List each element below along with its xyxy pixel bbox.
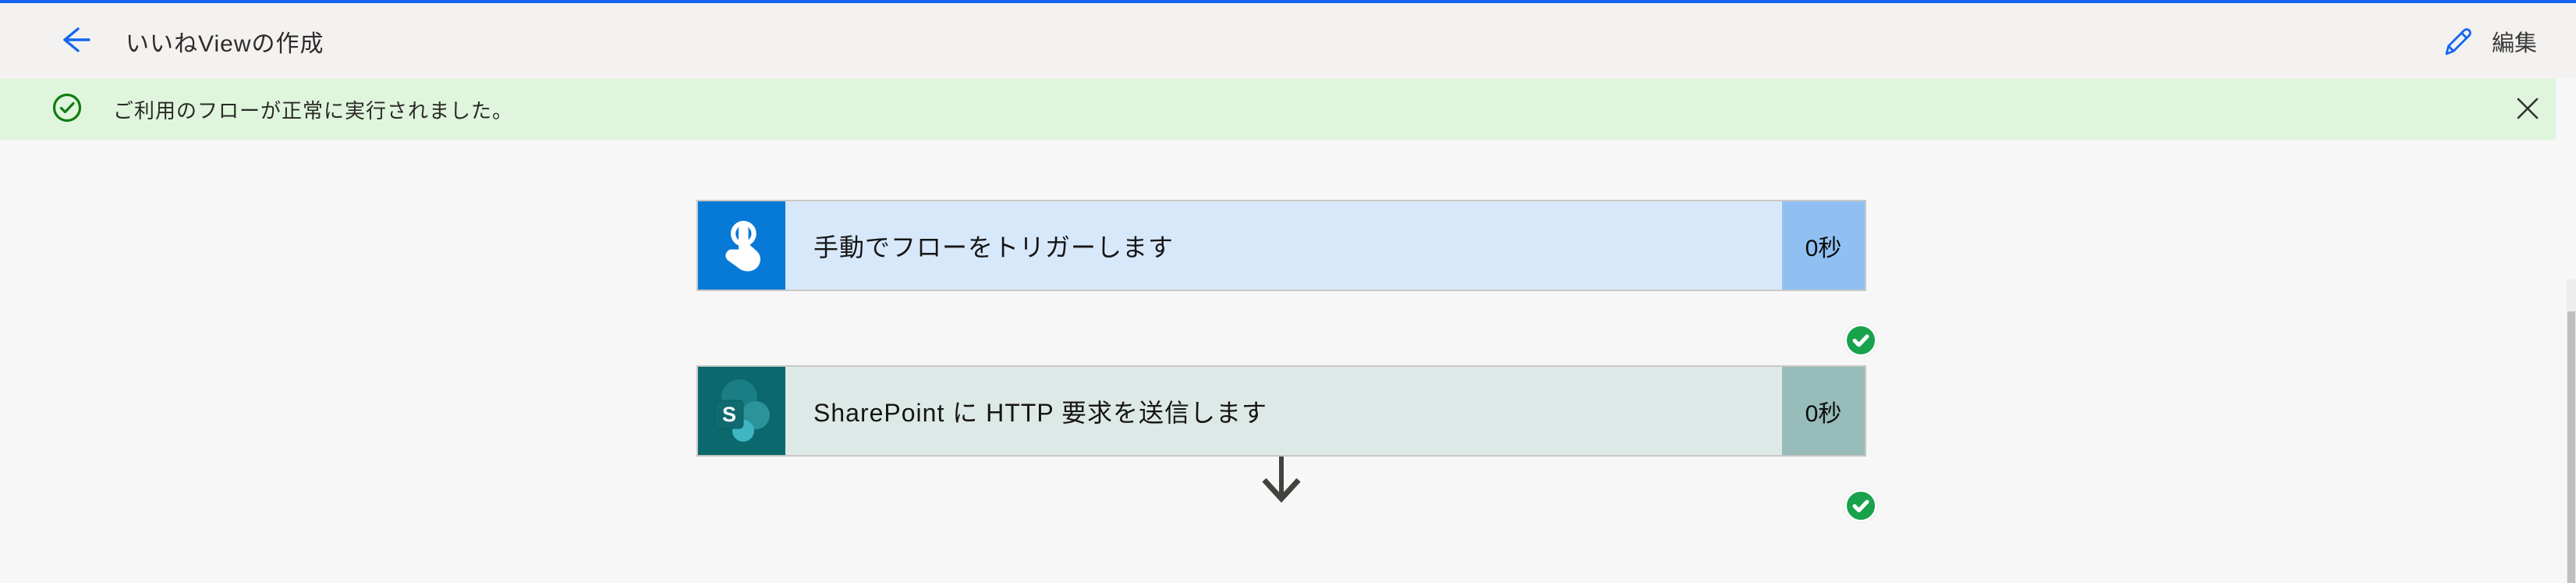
page-title: いいねViewの作成 — [126, 30, 324, 57]
canvas-scrollbar-thumb[interactable] — [2567, 311, 2575, 583]
accent-top-line — [0, 0, 2576, 3]
header-bar: いいねViewの作成 編集 — [0, 3, 2576, 79]
success-banner: ご利用のフローが正常に実行されました。 — [0, 79, 2556, 140]
step-body: SharePoint に HTTP 要求を送信します — [785, 367, 1782, 455]
step-succeeded-badge-icon — [1844, 324, 1877, 357]
sharepoint-icon: S — [698, 367, 785, 455]
svg-text:S: S — [722, 403, 736, 426]
step-succeeded-badge-icon — [1844, 489, 1877, 522]
back-button[interactable] — [57, 23, 94, 60]
back-arrow-icon — [58, 22, 94, 60]
step-duration: 0秒 — [1782, 201, 1865, 290]
flow-run-canvas: 手動でフローをトリガーします 0秒 S SharePoint に HTTP 要求… — [0, 140, 2576, 583]
flow-step-sharepoint-http[interactable]: S SharePoint に HTTP 要求を送信します 0秒 — [696, 365, 1866, 457]
step-duration: 0秒 — [1782, 367, 1865, 455]
pencil-icon — [2440, 23, 2475, 59]
success-check-circle-icon — [52, 93, 82, 126]
close-icon — [2516, 97, 2539, 123]
canvas-scrollbar-track[interactable] — [2567, 279, 2576, 583]
step-body: 手動でフローをトリガーします — [785, 201, 1782, 290]
banner-close-button[interactable] — [2510, 92, 2545, 126]
edit-button-label: 編集 — [2491, 30, 2537, 56]
manual-trigger-icon — [698, 201, 785, 290]
edit-button[interactable]: 編集 — [2440, 23, 2537, 59]
flow-step-manual-trigger[interactable]: 手動でフローをトリガーします 0秒 — [696, 200, 1866, 291]
step-title: 手動でフローをトリガーします — [813, 233, 1175, 261]
step-title: SharePoint に HTTP 要求を送信します — [813, 398, 1267, 427]
success-banner-message: ご利用のフローが正常に実行されました。 — [113, 98, 514, 123]
